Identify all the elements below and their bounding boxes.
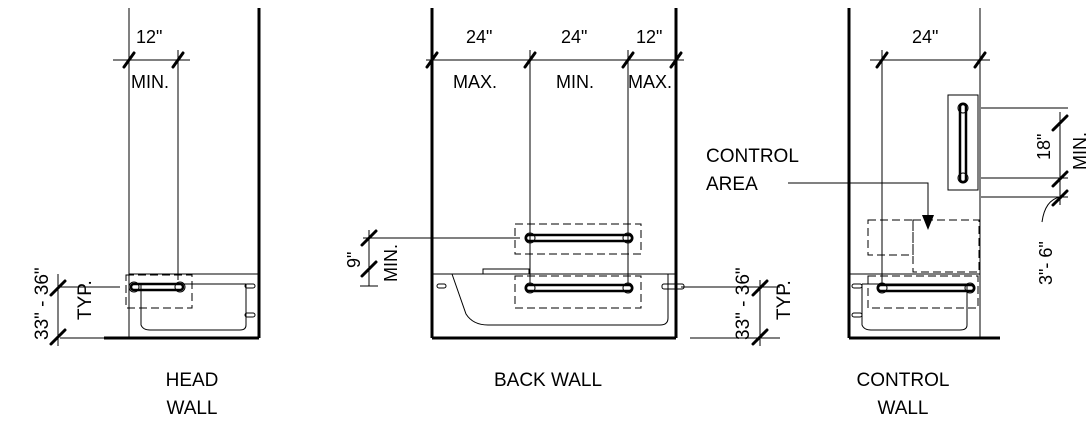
back-wall-caption: BACK WALL [494,370,602,391]
back-wall-elevation: 24" MAX. 24" MIN. 12" MAX. 9" MIN. 33" -… [344,8,795,391]
back-wall-height-dimension: 33" - 36" TYP. [681,267,795,346]
head-wall-grab-bar [125,274,193,309]
back-wall-dim-top-left-note: MAX. [453,72,497,92]
head-wall-dim-height: 33" - 36" [32,267,53,340]
control-wall-vertical-grab-bar [947,94,979,191]
head-wall-caption-line1: HEAD [166,370,219,391]
back-wall-dim-top-right-note: MAX. [628,72,672,92]
head-wall-elevation: 12" MIN. 33" - 36" TYP. HEAD WALL [32,8,261,419]
back-wall-dim-top-mid-note: MIN. [556,72,594,92]
control-wall-elevation: 24" 18" MIN. 3"- 6" CONTROL AREA CONTROL… [706,8,1086,419]
control-wall-top-dimension: 24" [870,27,990,285]
back-wall-lower-grab-bar [514,223,642,255]
control-wall-dim-top: 24" [912,27,938,47]
control-wall-caption-line2: WALL [877,398,928,419]
control-area-leader: CONTROL AREA [706,146,934,230]
back-wall-dim-top-mid: 24" [561,27,587,47]
control-wall-caption-line1: CONTROL [857,370,950,391]
back-wall-upper-grab-bar [514,275,642,309]
control-wall-vertical-dimension: 18" MIN. 3"- 6" [981,107,1086,285]
back-wall-dim-bar-spacing: 9" [344,252,364,268]
control-area-label-line2: AREA [706,174,758,195]
back-wall-bar-spacing-dimension: 9" MIN. [344,229,520,287]
control-wall-dim-vertical-bar: 18" [1034,134,1054,160]
control-wall-dim-offset: 3"- 6" [1036,241,1056,285]
head-wall-caption-line2: WALL [166,398,217,419]
back-wall-dim-bar-spacing-note: MIN. [381,244,401,282]
back-wall-dim-top-right: 12" [636,27,662,47]
control-area-label-line1: CONTROL [706,146,799,167]
back-wall-dim-height-note: TYP. [774,280,795,320]
back-wall-dim-height: 33" - 36" [733,267,754,340]
control-wall-horizontal-grab-bar [867,275,979,309]
control-area-arrow-icon [922,215,934,230]
head-wall-dim-top-note: MIN. [131,72,169,92]
head-wall-height-dimension: 33" - 36" TYP. [32,267,120,346]
head-wall-top-dimension: 12" MIN. [113,27,190,280]
control-wall-dim-vertical-bar-note: MIN. [1070,132,1086,170]
head-wall-dim-height-note: TYP. [75,280,96,320]
back-wall-top-dimensions: 24" MAX. 24" MIN. 12" MAX. [425,27,684,285]
back-wall-dim-top-left: 24" [466,27,492,47]
head-wall-dim-top: 12" [136,27,162,47]
control-area-box [867,219,980,273]
